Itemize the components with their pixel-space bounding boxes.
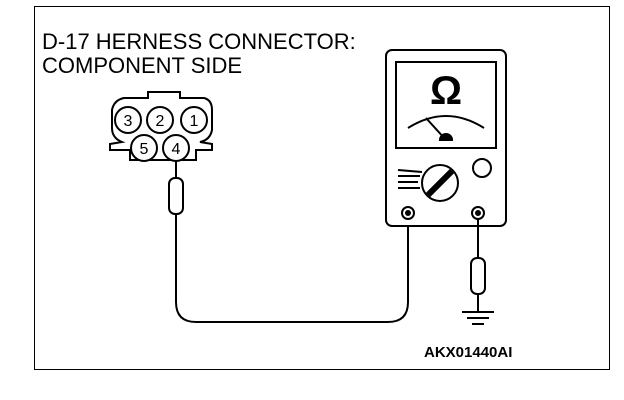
diagram-frame — [34, 6, 610, 370]
pin-2 — [146, 106, 174, 134]
pin-3 — [114, 106, 142, 134]
pin-5 — [130, 134, 158, 162]
meter-display — [395, 61, 497, 149]
ground-lead — [462, 219, 494, 325]
meter-scale — [407, 115, 485, 129]
title-line-1: D-17 HERNESS CONNECTOR: — [42, 29, 356, 54]
ohm-symbol-icon: Ω — [430, 69, 462, 113]
pin-5-label: 5 — [140, 141, 149, 158]
zero-adjust-knob — [472, 158, 492, 178]
figure-code: AKX01440AI — [424, 344, 513, 361]
ground-probe — [470, 257, 486, 295]
pin-3-label: 3 — [124, 113, 133, 130]
pin-2-label: 2 — [156, 113, 165, 130]
pin-1-label: 1 — [190, 113, 199, 130]
ground-symbol-icon — [462, 311, 494, 325]
title-line-2: COMPONENT SIDE — [42, 53, 243, 78]
diagram-title: D-17 HERNESS CONNECTOR: COMPONENT SIDE — [42, 30, 356, 78]
connector-d17 — [109, 91, 213, 162]
probe-tip — [168, 177, 184, 215]
pin-4-label: 4 — [172, 141, 181, 158]
ohmmeter — [385, 49, 507, 227]
probe-lead — [168, 161, 409, 323]
pin-1 — [180, 106, 208, 134]
